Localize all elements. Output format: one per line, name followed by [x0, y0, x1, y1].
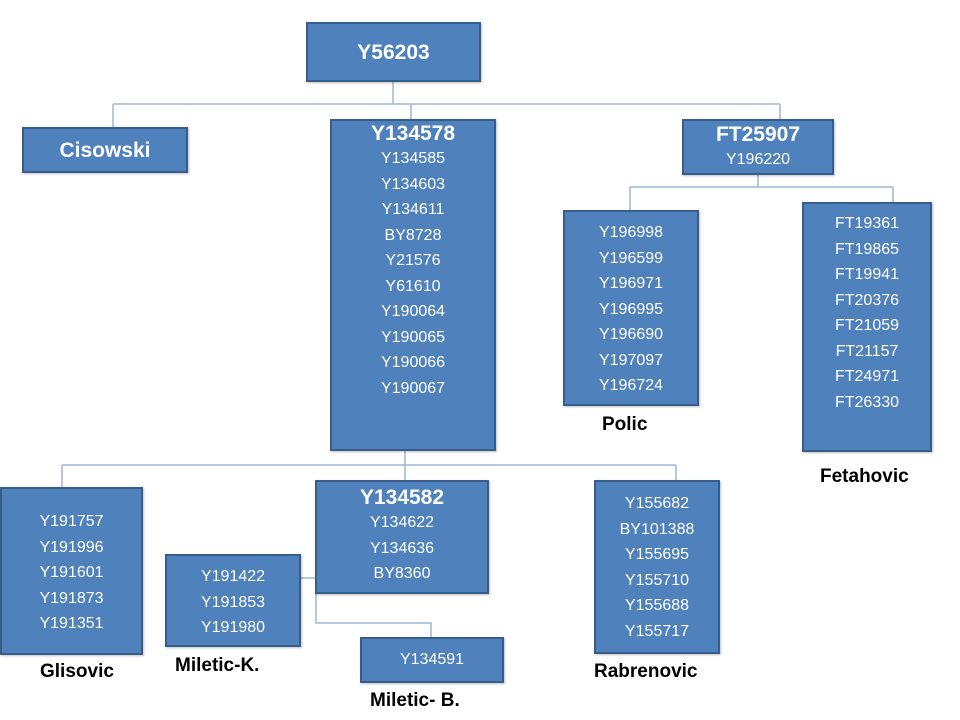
snp-label: Y155688	[624, 597, 690, 614]
snp-label: FT19361	[834, 215, 900, 232]
snp-label: Y191980	[200, 619, 266, 636]
snp-label: BY101388	[619, 520, 695, 538]
snp-label: Y155717	[624, 622, 690, 640]
node-ft25907: FT25907 Y196220	[682, 119, 834, 175]
node-y56203: Y56203	[306, 22, 481, 82]
snp-label: Y191996	[39, 538, 104, 556]
node-glisovic: Y191757 Y191996 Y191601 Y191873 Y191351	[0, 487, 143, 655]
snp-label: Y197097	[598, 351, 664, 369]
snp-label: Y155710	[624, 571, 690, 589]
caption-polic: Polic	[602, 414, 648, 435]
node-rabrenovic: Y155682 BY101388 Y155695 Y155710 Y155688…	[594, 480, 720, 654]
snp-label: Y134622	[369, 514, 435, 531]
snp-label: Y196599	[598, 249, 664, 267]
snp-label: Y134611	[381, 201, 445, 218]
snp-label: Y191853	[200, 593, 266, 611]
snp-label: Y134636	[369, 539, 435, 557]
snp-label: Y190064	[380, 303, 446, 320]
snp-label: Y191351	[39, 615, 104, 632]
snp-label: BY8728	[384, 226, 442, 244]
snp-label: Y155695	[624, 546, 690, 563]
snp-label: Y190065	[380, 328, 446, 346]
snp-label: FT21059	[834, 317, 900, 334]
snp-label: Y196971	[598, 275, 664, 292]
node-miletic-k: Y191422 Y191853 Y191980	[165, 554, 301, 647]
snp-label: FT20376	[834, 291, 900, 309]
caption-fetahovic: Fetahovic	[820, 466, 909, 487]
snp-label: Y196220	[725, 151, 791, 168]
snp-label: Y190066	[380, 354, 446, 371]
node-polic: Y196998 Y196599 Y196971 Y196995 Y196690 …	[563, 210, 699, 406]
connector-y134582-down	[315, 594, 432, 638]
node-y56203-title: Y56203	[357, 41, 430, 64]
snp-label: Y61610	[385, 277, 441, 295]
snp-label: Y134591	[399, 651, 465, 668]
snp-label: Y134585	[380, 150, 446, 167]
node-y134578: Y134578 Y134585 Y134603 Y134611 BY8728 Y…	[330, 119, 496, 451]
snp-label: BY8360	[373, 565, 431, 582]
caption-miletic-k: Miletic-K.	[175, 655, 260, 676]
node-fetahovic: FT19361 FT19865 FT19941 FT20376 FT21059 …	[802, 202, 932, 452]
caption-miletic-b: Miletic- B.	[370, 690, 460, 711]
snp-label: Y191601	[39, 564, 104, 581]
snp-label: FT19941	[834, 266, 900, 283]
node-miletic-b: Y134591	[360, 637, 504, 683]
snp-label: Y21576	[385, 252, 441, 269]
snp-label: Y191757	[39, 513, 104, 530]
snp-label: Y196724	[598, 377, 664, 394]
snp-label: Y134603	[380, 175, 446, 193]
node-y134582-title: Y134582	[359, 486, 445, 509]
snp-label: Y191873	[39, 589, 104, 607]
snp-label: FT26330	[834, 393, 900, 411]
node-y134582: Y134582 Y134622 Y134636 BY8360	[315, 480, 489, 594]
snp-label: Y191422	[200, 568, 266, 585]
caption-glisovic: Glisovic	[40, 661, 114, 682]
snp-label: FT24971	[834, 368, 900, 385]
snp-label: FT19865	[834, 240, 900, 258]
snp-label: Y190067	[380, 379, 446, 397]
node-cisowski: Cisowski	[22, 127, 188, 173]
snp-label: Y155682	[624, 495, 690, 512]
snp-label: Y196998	[598, 224, 664, 241]
caption-rabrenovic: Rabrenovic	[594, 661, 698, 682]
snp-label: Y196690	[598, 326, 664, 343]
node-y134578-title: Y134578	[370, 122, 456, 145]
node-cisowski-title: Cisowski	[59, 139, 151, 162]
node-ft25907-title: FT25907	[715, 123, 801, 146]
snp-label: Y196995	[598, 300, 664, 318]
snp-label: FT21157	[835, 342, 899, 360]
